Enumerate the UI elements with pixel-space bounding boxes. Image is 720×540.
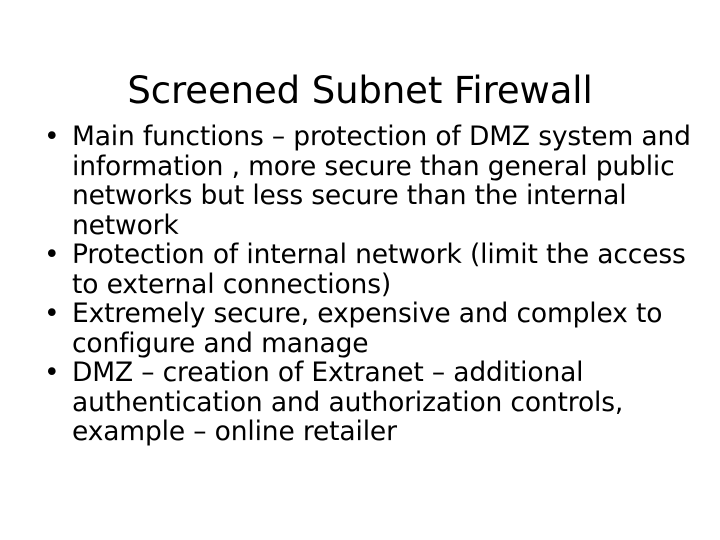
list-item: • Extremely secure, expensive and comple… — [34, 299, 694, 358]
list-item: • DMZ – creation of Extranet – additiona… — [34, 358, 694, 447]
bullet-list: • Main functions – protection of DMZ sys… — [34, 122, 694, 447]
bullet-point-icon: • — [44, 298, 60, 329]
bullet-text: Extremely secure, expensive and complex … — [72, 298, 663, 359]
list-item: • Main functions – protection of DMZ sys… — [34, 122, 694, 240]
bullet-point-icon: • — [44, 357, 60, 388]
slide-title: Screened Subnet Firewall — [127, 68, 593, 112]
bullet-text: Protection of internal network (limit th… — [72, 239, 686, 300]
list-item: • Protection of internal network (limit … — [34, 240, 694, 299]
bullet-point-icon: • — [44, 121, 60, 152]
bullet-text: Main functions – protection of DMZ syste… — [72, 121, 691, 241]
bullet-point-icon: • — [44, 239, 60, 270]
bullet-text: DMZ – creation of Extranet – additional … — [72, 357, 624, 447]
